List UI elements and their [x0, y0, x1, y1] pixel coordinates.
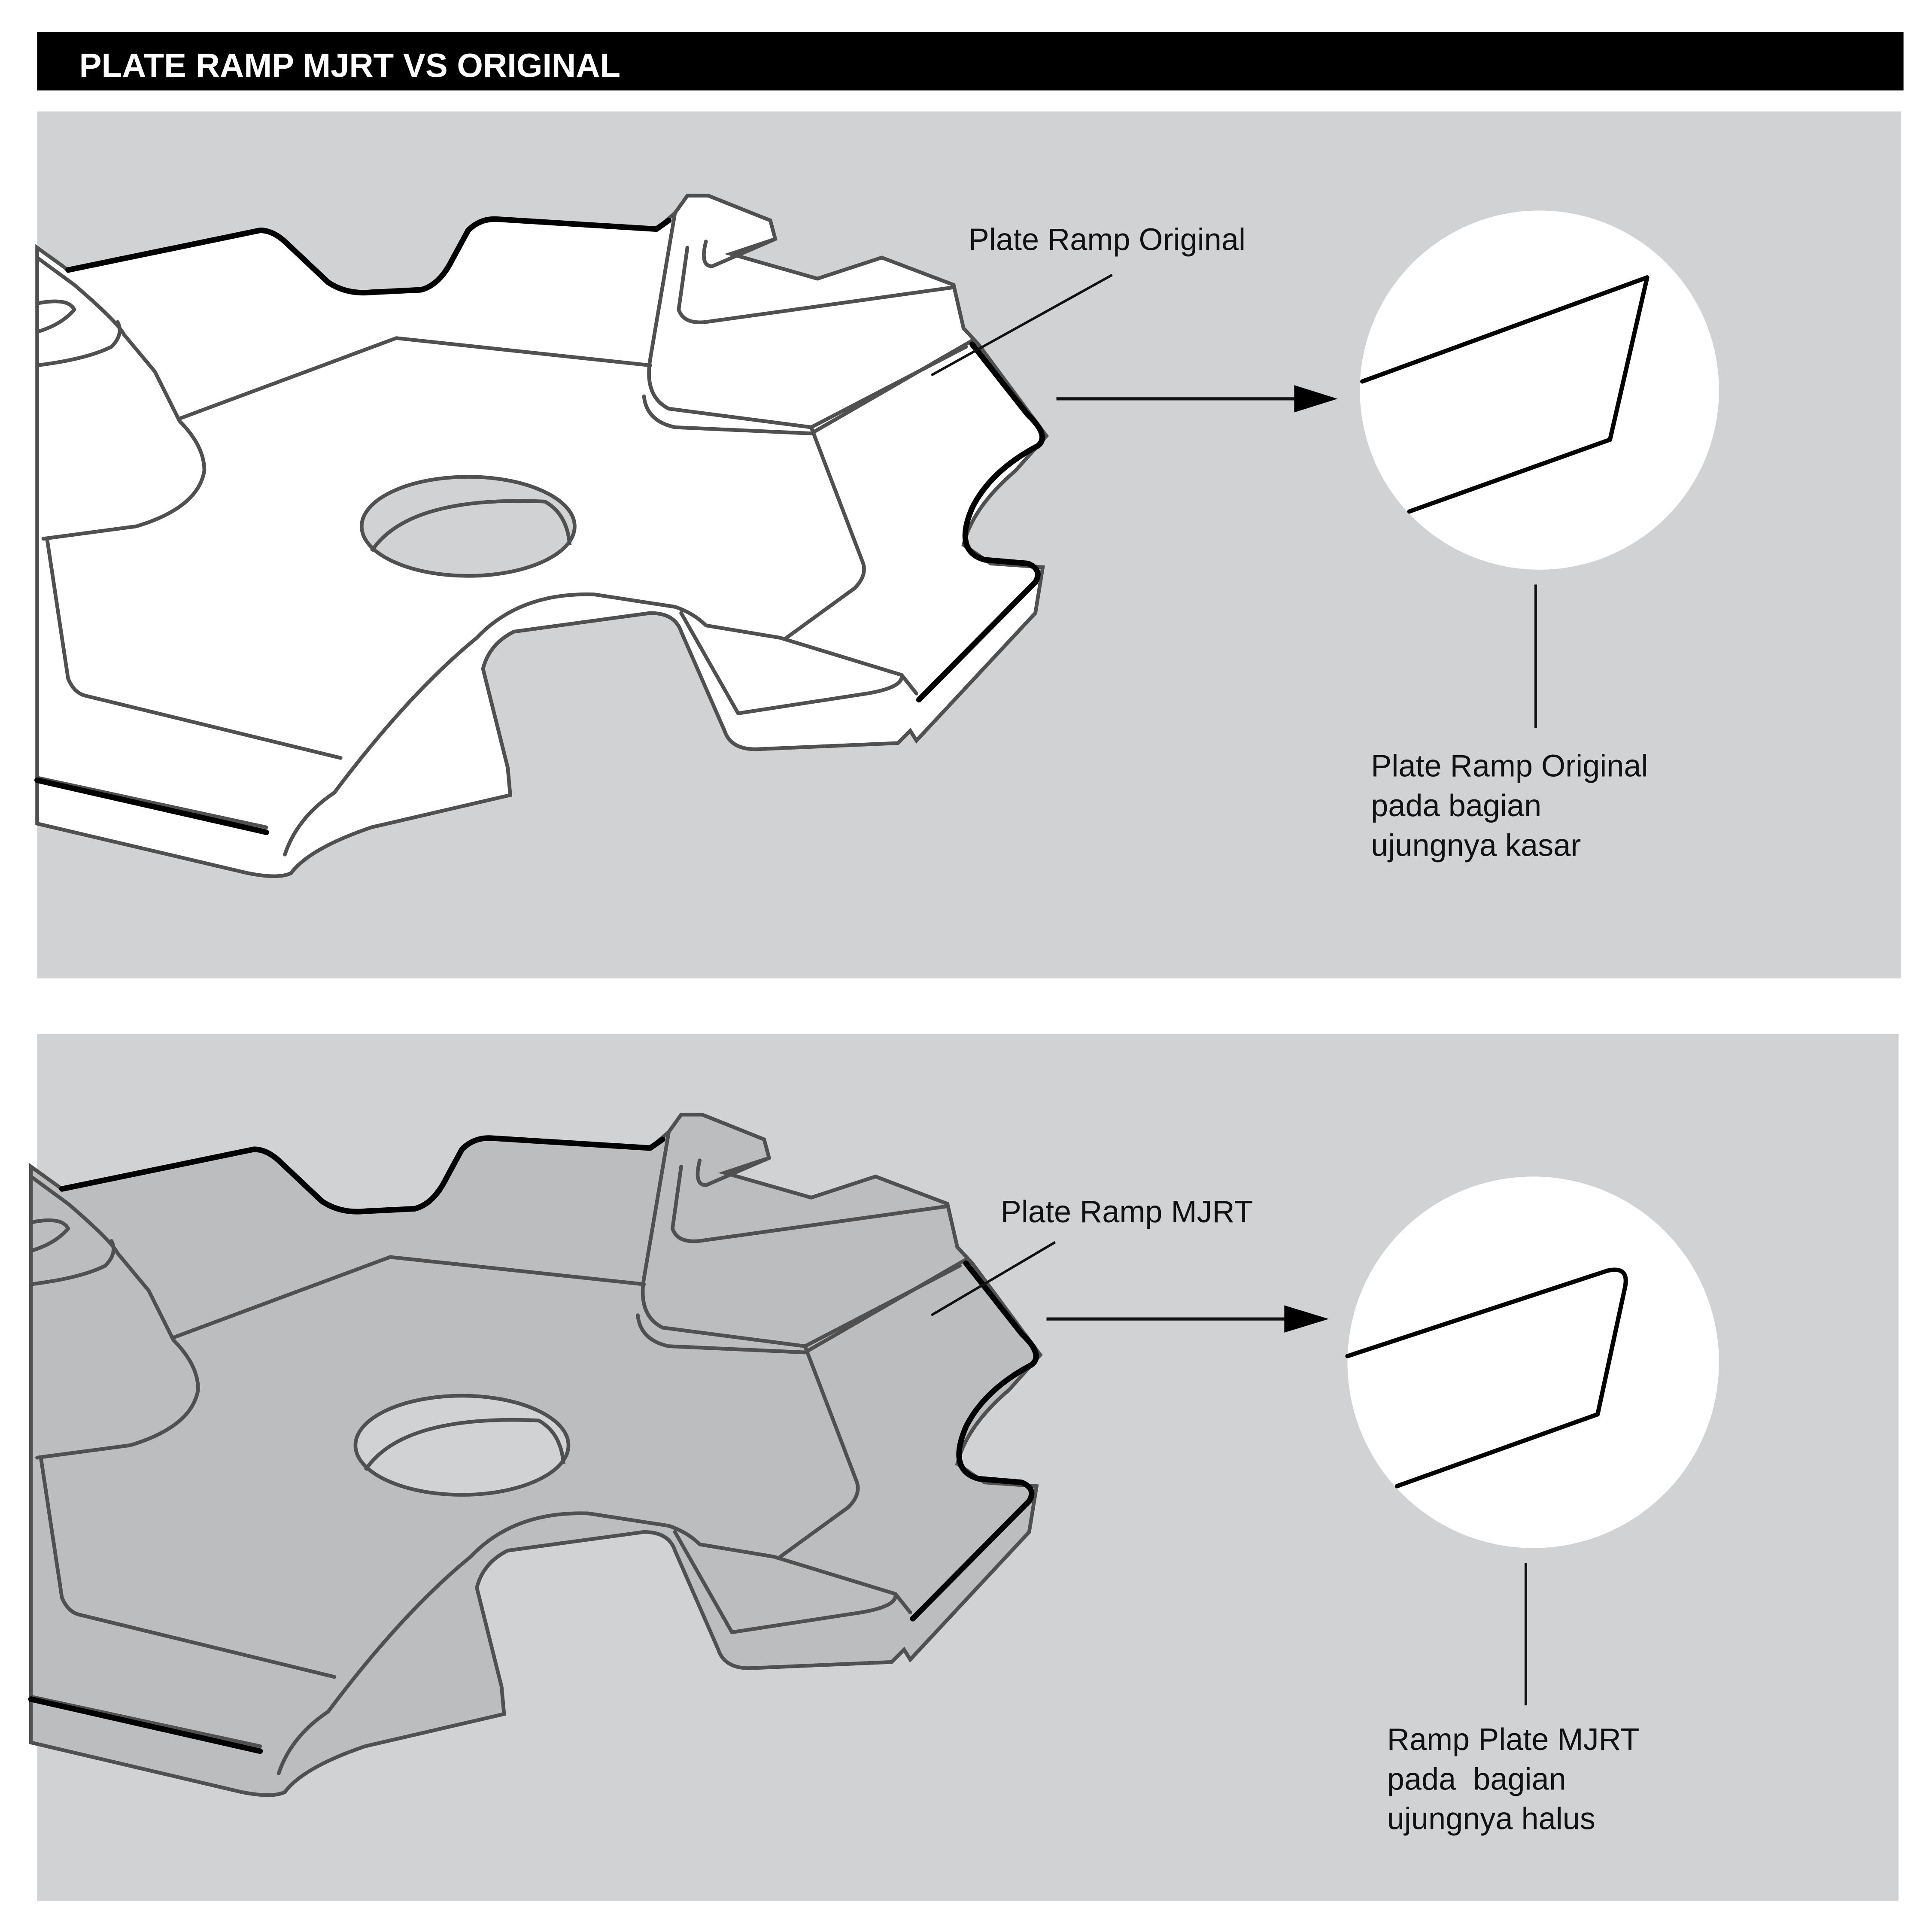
panel-mjrt: Plate Ramp MJRT Ramp Plate MJRT pada bag… [31, 1034, 1899, 1901]
callout-leader-line [930, 273, 1113, 377]
callout-leader-line [930, 1241, 1056, 1316]
magnifier-circle [1360, 210, 1719, 570]
description: Ramp Plate MJRT pada bagian ujungnya hal… [1387, 1722, 1648, 1836]
page-title: PLATE RAMP MJRT VS ORIGINAL [79, 46, 621, 84]
title-bar [37, 32, 1904, 91]
callout-label: Plate Ramp Original [969, 223, 1245, 257]
magnifier-circle [1347, 1176, 1719, 1548]
arrow-head-icon [1284, 1305, 1329, 1333]
arrow-head-icon [1294, 385, 1338, 413]
callout-label: Plate Ramp MJRT [1001, 1195, 1253, 1229]
description: Plate Ramp Original pada bagian ujungnya… [1371, 749, 1656, 863]
rough-edge-detail [1360, 275, 1649, 514]
panel-original: Plate Ramp Original Plate Ramp Original … [37, 111, 1901, 978]
smooth-edge-detail [1345, 1267, 1628, 1488]
